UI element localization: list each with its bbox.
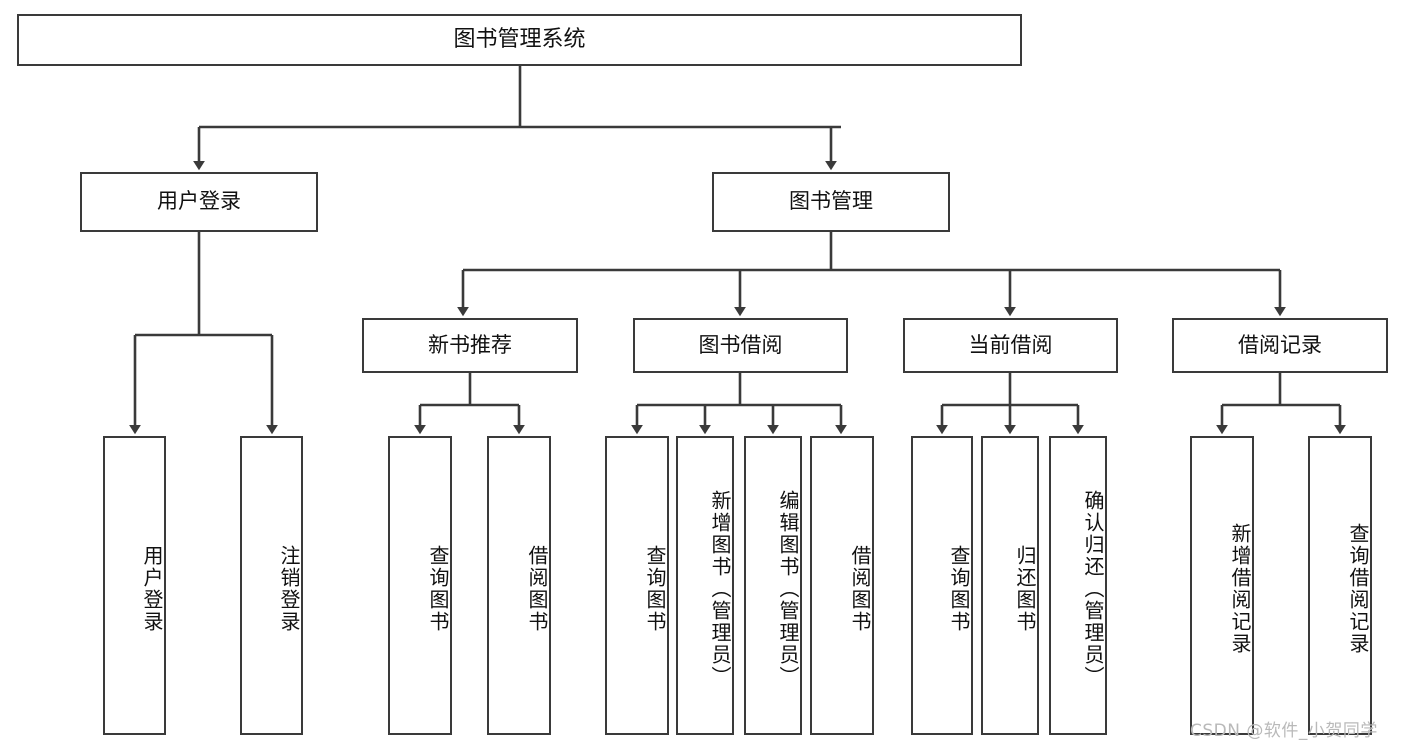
node-book-manage[interactable]: 图书管理 — [712, 172, 950, 232]
node-new-book-rec[interactable]: 新书推荐 — [362, 318, 578, 373]
node-user-login[interactable]: 用户登录 — [80, 172, 318, 232]
node-leaf-add-record[interactable]: 新增借阅记录 — [1190, 436, 1254, 735]
node-leaf-query-record[interactable]: 查询借阅记录 — [1308, 436, 1372, 735]
node-borrow-record-label: 借阅记录 — [1238, 332, 1322, 357]
node-leaf-add-record-label: 新增借阅记录 — [1228, 522, 1252, 655]
node-leaf-user-logout[interactable]: 注销登录 — [240, 436, 303, 735]
node-root[interactable]: 图书管理系统 — [17, 14, 1022, 66]
node-leaf-user-login[interactable]: 用户登录 — [103, 436, 166, 735]
node-leaf-borrow-book-1[interactable]: 借阅图书 — [487, 436, 551, 735]
node-leaf-query-book-1-label: 查询图书 — [426, 544, 450, 633]
node-leaf-query-book-2[interactable]: 查询图书 — [605, 436, 669, 735]
node-root-label: 图书管理系统 — [453, 26, 586, 52]
node-leaf-edit-book[interactable]: 编辑图书（管理员） — [744, 436, 802, 735]
node-new-book-rec-label: 新书推荐 — [428, 332, 512, 357]
node-leaf-confirm-return[interactable]: 确认归还（管理员） — [1049, 436, 1107, 735]
node-user-login-label: 用户登录 — [157, 189, 241, 214]
node-leaf-borrow-book-1-label: 借阅图书 — [525, 544, 549, 633]
node-leaf-query-book-2-label: 查询图书 — [643, 544, 667, 633]
node-leaf-edit-book-label: 编辑图书（管理员） — [776, 489, 800, 688]
node-leaf-add-book-label: 新增图书（管理员） — [708, 489, 732, 688]
node-leaf-query-record-label: 查询借阅记录 — [1346, 522, 1370, 655]
node-leaf-borrow-book-2[interactable]: 借阅图书 — [810, 436, 874, 735]
node-borrow-record[interactable]: 借阅记录 — [1172, 318, 1388, 373]
node-leaf-query-book-3[interactable]: 查询图书 — [911, 436, 973, 735]
node-leaf-return-book[interactable]: 归还图书 — [981, 436, 1039, 735]
node-leaf-return-book-label: 归还图书 — [1013, 544, 1037, 633]
node-current-borrow-label: 当前借阅 — [968, 332, 1053, 357]
node-book-manage-label: 图书管理 — [789, 189, 873, 214]
node-leaf-query-book-3-label: 查询图书 — [947, 544, 971, 633]
node-leaf-borrow-book-2-label: 借阅图书 — [848, 544, 872, 633]
node-book-borrow[interactable]: 图书借阅 — [633, 318, 848, 373]
node-leaf-confirm-return-label: 确认归还（管理员） — [1081, 489, 1105, 688]
node-leaf-add-book[interactable]: 新增图书（管理员） — [676, 436, 734, 735]
node-leaf-user-login-label: 用户登录 — [140, 544, 164, 633]
node-current-borrow[interactable]: 当前借阅 — [903, 318, 1118, 373]
node-leaf-user-logout-label: 注销登录 — [277, 544, 301, 633]
node-book-borrow-label: 图书借阅 — [698, 332, 783, 357]
node-leaf-query-book-1[interactable]: 查询图书 — [388, 436, 452, 735]
